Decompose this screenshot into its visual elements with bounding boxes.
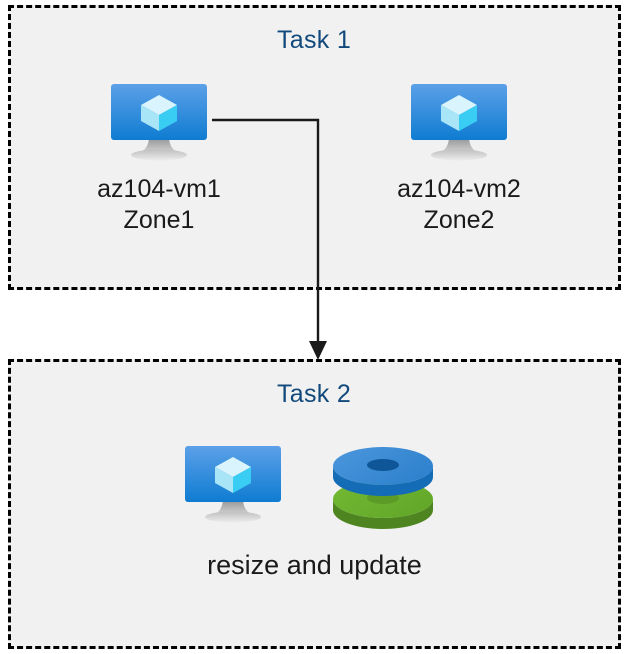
task-2-caption: resize and update (207, 550, 422, 580)
vm-node-az104-vm2[interactable]: az104-vm2 Zone2 (364, 78, 554, 235)
azure-virtual-machine-icon (105, 78, 213, 164)
azure-virtual-machine-icon (405, 78, 513, 164)
vm-label-line2: Zone2 (423, 205, 495, 234)
vm-label: az104-vm1 Zone1 (64, 174, 254, 235)
task-1-title: Task 1 (276, 26, 352, 54)
vm-node-task2[interactable] (138, 440, 328, 526)
azure-managed-disks-icon (330, 441, 436, 531)
vm-label-line1: az104-vm2 (397, 175, 521, 203)
task-2-title: Task 2 (276, 380, 352, 408)
vm-label-line2: Zone1 (123, 205, 195, 234)
task-2-container (8, 359, 621, 649)
vm-label-line1: az104-vm1 (97, 175, 221, 203)
azure-virtual-machine-icon (179, 440, 287, 526)
vm-node-az104-vm1[interactable]: az104-vm1 Zone1 (64, 78, 254, 235)
vm-label: az104-vm2 Zone2 (364, 174, 554, 235)
